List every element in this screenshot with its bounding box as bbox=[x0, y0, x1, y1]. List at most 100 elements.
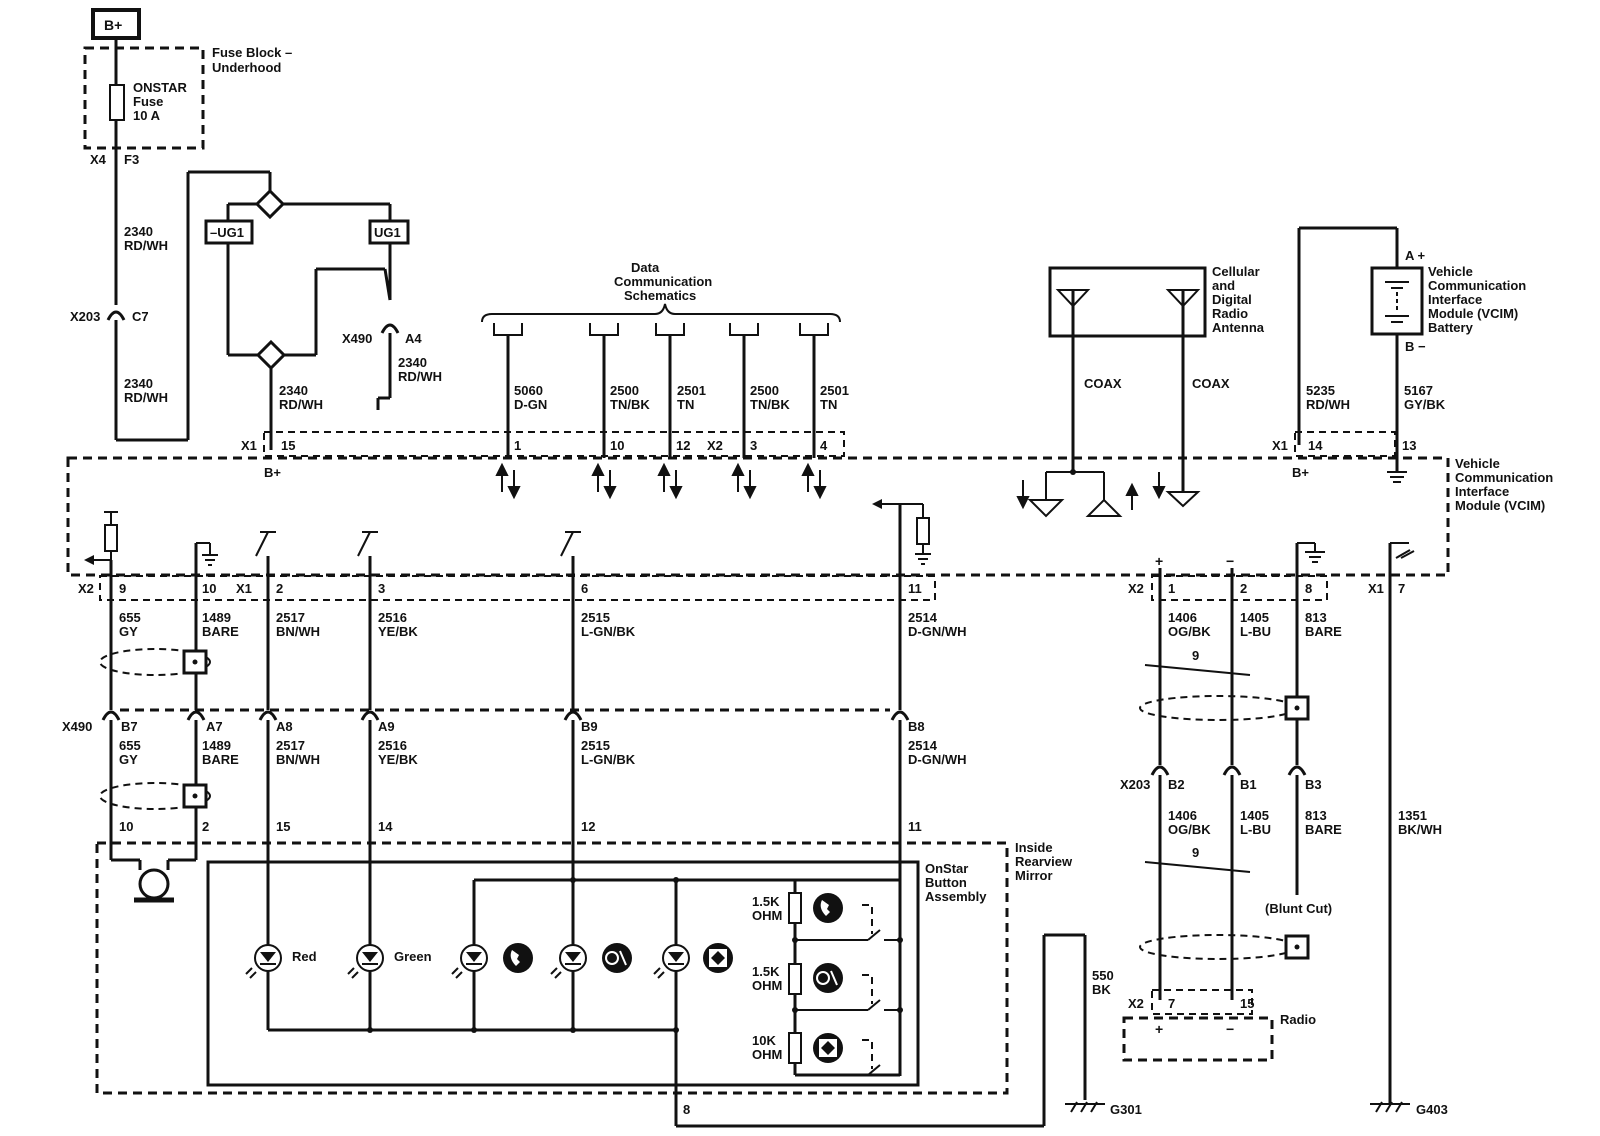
wire-2517-b: 2517 bbox=[276, 738, 305, 753]
pin-8-mirror: 8 bbox=[683, 1102, 690, 1117]
coax-2: COAX bbox=[1192, 376, 1230, 391]
radio-plus: + bbox=[1155, 1021, 1163, 1037]
wire-1405-a: 1405 bbox=[1240, 610, 1269, 625]
conn-x490-bottom: X490 bbox=[62, 719, 92, 734]
vcim-label-4: Module (VCIM) bbox=[1455, 498, 1545, 513]
wire-2340-c: 2340 bbox=[398, 355, 427, 370]
mirror-label-1: Inside bbox=[1015, 840, 1053, 855]
pin-1-bottom: 1 bbox=[1168, 581, 1175, 596]
emergency-icon bbox=[703, 943, 733, 973]
conn-x1-bottom: X1 bbox=[236, 581, 252, 596]
led-green-label: Green bbox=[394, 949, 432, 964]
resistor-3-unit: OHM bbox=[752, 1047, 782, 1062]
wire-2501-a: 2501 bbox=[677, 383, 706, 398]
data-comm-label-2: Communication bbox=[614, 274, 712, 289]
fuse-icon bbox=[109, 84, 125, 121]
resistor-2-unit: OHM bbox=[752, 978, 782, 993]
twist-count-a: 9 bbox=[1192, 648, 1199, 663]
wire-yebk-a: YE/BK bbox=[378, 624, 418, 639]
data-communication: Data Communication Schematics 5060 D-GN … bbox=[481, 260, 849, 500]
microphone-icon bbox=[134, 868, 174, 903]
antenna: Cellular and Digital Radio Antenna COAX … bbox=[1016, 264, 1265, 518]
bplus-label: B+ bbox=[104, 17, 122, 33]
wire-dgn: D-GN bbox=[514, 397, 547, 412]
pin-12-mirror: 12 bbox=[581, 819, 595, 834]
wire-lgnbk-a: L-GN/BK bbox=[581, 624, 636, 639]
wire-tn-b: TN bbox=[820, 397, 837, 412]
wire-bare-c: BARE bbox=[1305, 624, 1342, 639]
twist-count-b: 9 bbox=[1192, 845, 1199, 860]
x490-inline: X490 B7 A7 A8 A9 B9 B8 655 GY 1489 BARE … bbox=[62, 708, 967, 1076]
x203-inline: X203 B2 B1 B3 1406 OG/BK 1405 L-BU 813 B… bbox=[1120, 719, 1448, 1117]
wire-lbu-b: L-BU bbox=[1240, 822, 1271, 837]
pin-10-top: 10 bbox=[610, 438, 624, 453]
wire-tnbk-b: TN/BK bbox=[750, 397, 790, 412]
vcim-label-2: Communication bbox=[1455, 470, 1553, 485]
wire-1351: 1351 bbox=[1398, 808, 1427, 823]
data-comm-label-1: Data bbox=[631, 260, 660, 275]
radio-label: Radio bbox=[1280, 1012, 1316, 1027]
wire-tnbk-a: TN/BK bbox=[610, 397, 650, 412]
conn-x1-right: X1 bbox=[1272, 438, 1288, 453]
fuse-word: Fuse bbox=[133, 94, 163, 109]
pin-2-right: 2 bbox=[1240, 581, 1247, 596]
conn-a4: A4 bbox=[405, 331, 422, 346]
ground-icon bbox=[1387, 471, 1407, 483]
fuse-block-label-2: Underhood bbox=[212, 60, 281, 75]
pin-15: 15 bbox=[281, 438, 295, 453]
conn-b1: B1 bbox=[1240, 777, 1257, 792]
antenna-label-1: Cellular bbox=[1212, 264, 1260, 279]
battery-label-4: Module (VCIM) bbox=[1428, 306, 1518, 321]
pin-3-bottom: 3 bbox=[378, 581, 385, 596]
resistor-2-value: 1.5K bbox=[752, 964, 780, 979]
led-icon bbox=[653, 944, 690, 979]
conn-a7: A7 bbox=[206, 719, 223, 734]
pin-11-bottom: 11 bbox=[908, 581, 922, 596]
pin-3-top: 3 bbox=[750, 438, 757, 453]
wire-rdwh-c: RD/WH bbox=[398, 369, 442, 384]
wire-1405-b: 1405 bbox=[1240, 808, 1269, 823]
mirror-label-2: Rearview bbox=[1015, 854, 1073, 869]
wire-2515-b: 2515 bbox=[581, 738, 610, 753]
conn-a9: A9 bbox=[378, 719, 395, 734]
resistor-3-value: 10K bbox=[752, 1033, 776, 1048]
power-feed: B+ Fuse Block – Underhood ONSTAR Fuse 10… bbox=[70, 8, 292, 442]
wire-bare-a: BARE bbox=[202, 624, 239, 639]
minus-sign: − bbox=[1226, 553, 1234, 569]
pin-14-mirror: 14 bbox=[378, 819, 393, 834]
led-icon bbox=[347, 944, 384, 979]
pin-2: 2 bbox=[276, 581, 283, 596]
radio-minus: − bbox=[1226, 1021, 1234, 1037]
data-comm-label-3: Schematics bbox=[624, 288, 696, 303]
conn-f3: F3 bbox=[124, 152, 139, 167]
battery-label-2: Communication bbox=[1428, 278, 1526, 293]
wire-1489-b: 1489 bbox=[202, 738, 231, 753]
wire-bare-b: BARE bbox=[202, 752, 239, 767]
phone-icon bbox=[813, 893, 843, 923]
antenna-label-2: and bbox=[1212, 278, 1235, 293]
wire-2500-b: 2500 bbox=[750, 383, 779, 398]
vcim-label-1: Vehicle bbox=[1455, 456, 1500, 471]
bplus-pin-right: B+ bbox=[1292, 465, 1309, 480]
pin-13: 13 bbox=[1402, 438, 1416, 453]
pin-10-mirror: 10 bbox=[119, 819, 133, 834]
wire-550: 550 bbox=[1092, 968, 1114, 983]
bottom-connector: X2 9 10 X1 2 3 6 11 X2 1 2 8 X1 7 655 GY… bbox=[78, 575, 1405, 721]
wire-5167: 5167 bbox=[1404, 383, 1433, 398]
conn-b9: B9 bbox=[581, 719, 598, 734]
wire-rdwh-a: RD/WH bbox=[124, 238, 168, 253]
button-assembly-label-1: OnStar bbox=[925, 861, 968, 876]
led-icon bbox=[550, 944, 587, 979]
wire-2340-a: 2340 bbox=[124, 224, 153, 239]
resistor-1-unit: OHM bbox=[752, 908, 782, 923]
conn-x203-right: X203 bbox=[1120, 777, 1150, 792]
mirror-label-3: Mirror bbox=[1015, 868, 1053, 883]
pin-15-radio: 15 bbox=[1240, 996, 1254, 1011]
vcim-battery: A + B − Vehicle Communication Interface … bbox=[1297, 226, 1526, 483]
conn-x2-top: X2 bbox=[707, 438, 723, 453]
led-icon bbox=[451, 944, 488, 979]
ground-g403: G403 bbox=[1416, 1102, 1448, 1117]
pin-12-top: 12 bbox=[676, 438, 690, 453]
wire-bnwh-b: BN/WH bbox=[276, 752, 320, 767]
conn-a8: A8 bbox=[276, 719, 293, 734]
